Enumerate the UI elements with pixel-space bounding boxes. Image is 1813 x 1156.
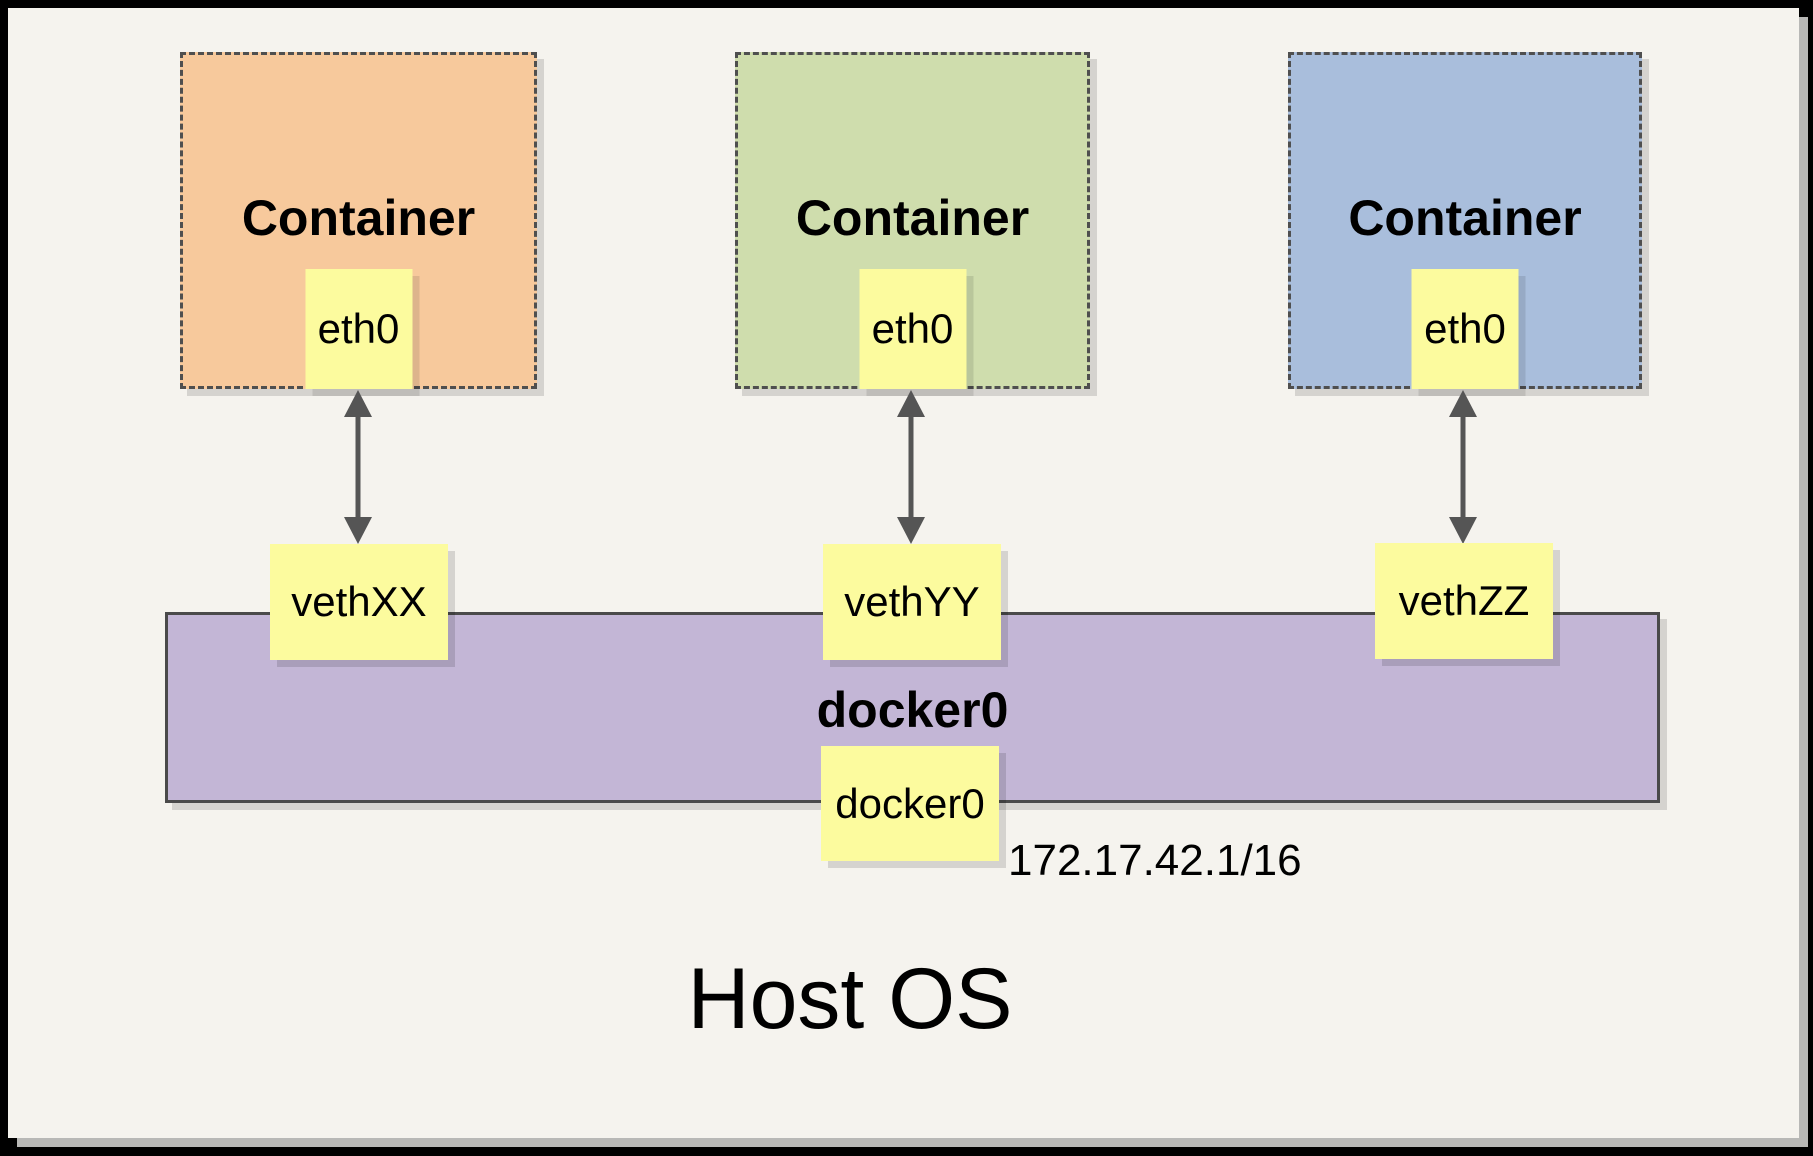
vethxx-label: vethXX xyxy=(291,578,427,625)
vethyy-interface: vethYY xyxy=(823,544,1001,660)
vethzz-interface: vethZZ xyxy=(1375,543,1553,659)
vethzz-label: vethZZ xyxy=(1398,577,1530,624)
connection-arrow-2 xyxy=(897,390,925,544)
container-1-eth0-interface: eth0 xyxy=(305,269,412,389)
container-1-title: Container xyxy=(241,190,476,246)
container-3-eth0-interface: eth0 xyxy=(1411,269,1519,389)
connection-arrow-3 xyxy=(1449,390,1477,544)
container-box-2: Container eth0 xyxy=(735,52,1090,389)
vethxx-interface: vethXX xyxy=(270,544,448,660)
container-3-eth0-label: eth0 xyxy=(1424,305,1506,352)
docker0-ip-label: 172.17.42.1/16 xyxy=(1008,836,1302,885)
container-2-eth0-label: eth0 xyxy=(871,305,954,352)
container-3-title: Container xyxy=(1348,190,1582,246)
container-2-title: Container xyxy=(795,190,1030,246)
vethyy-label: vethYY xyxy=(844,578,980,625)
docker0-interface-label: docker0 xyxy=(835,779,985,827)
host-os-label: Host OS xyxy=(687,951,1013,1047)
connection-arrow-1 xyxy=(344,390,372,544)
container-1-eth0-label: eth0 xyxy=(317,305,400,352)
docker0-interface: docker0 xyxy=(821,746,999,861)
docker0-bridge-title: docker0 xyxy=(816,682,1009,738)
container-box-3: Container eth0 xyxy=(1288,52,1642,389)
container-2-eth0-interface: eth0 xyxy=(859,269,966,389)
container-box-1: Container eth0 xyxy=(180,52,537,389)
